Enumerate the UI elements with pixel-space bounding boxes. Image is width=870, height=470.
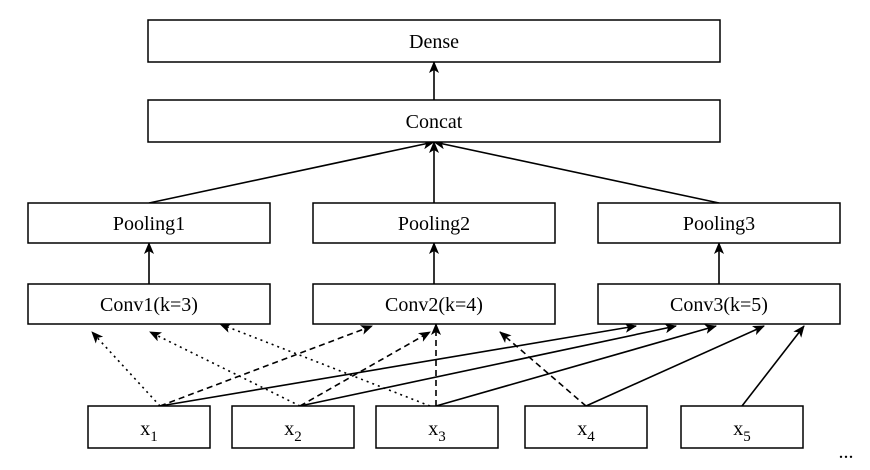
concat-label: Concat (406, 111, 463, 133)
pooling1-label: Pooling1 (113, 213, 185, 235)
edge-pool1-to-concat (148, 139, 435, 204)
edge-x2-to-conv1 (149, 331, 301, 407)
concat-node: Concat (147, 99, 721, 143)
x1-subscript: 1 (150, 429, 158, 445)
ellipsis: ... (839, 441, 854, 463)
x2-subscript: 2 (294, 429, 302, 445)
edge-x1-to-conv3 (159, 322, 637, 407)
pooling3-node: Pooling3 (597, 202, 841, 244)
edge-x5-to-conv3 (741, 325, 805, 407)
edge-x2-to-conv3 (299, 323, 677, 407)
x5-base: x (733, 418, 743, 440)
conv1-label: Conv1(k=3) (100, 294, 198, 316)
input-x2-label: x2 (284, 418, 302, 445)
edge-pool3-to-concat (433, 139, 720, 204)
edge-x1-to-conv1 (91, 331, 161, 407)
x3-base: x (428, 418, 438, 440)
edge-x3-to-conv1 (219, 323, 431, 407)
pooling1-node: Pooling1 (27, 202, 271, 244)
edge-x4-to-conv2 (499, 331, 587, 407)
input-x5-node: x5 (680, 405, 804, 449)
dense-label: Dense (409, 31, 459, 53)
x4-subscript: 4 (587, 429, 595, 445)
input-x2-node: x2 (231, 405, 355, 449)
conv2-label: Conv2(k=4) (385, 294, 483, 316)
edge-x2-to-conv2 (299, 331, 431, 407)
dense-node: Dense (147, 19, 721, 63)
pooling2-node: Pooling2 (312, 202, 556, 244)
input-x3-label: x3 (428, 418, 446, 445)
input-x1-node: x1 (87, 405, 211, 449)
input-x1-label: x1 (140, 418, 158, 445)
edge-x4-to-conv3 (585, 325, 765, 407)
x4-base: x (577, 418, 587, 440)
input-x3-node: x3 (375, 405, 499, 449)
conv3-label: Conv3(k=5) (670, 294, 768, 316)
edge-x3-to-conv3 (435, 324, 717, 407)
conv3-node: Conv3(k=5) (597, 283, 841, 325)
input-x4-label: x4 (577, 418, 595, 445)
pooling3-label: Pooling3 (683, 213, 755, 235)
x1-base: x (140, 418, 150, 440)
x5-subscript: 5 (743, 429, 751, 445)
input-x4-node: x4 (524, 405, 648, 449)
conv1-node: Conv1(k=3) (27, 283, 271, 325)
input-x5-label: x5 (733, 418, 751, 445)
edges-layer (91, 61, 805, 407)
pooling2-label: Pooling2 (398, 213, 470, 235)
edge-x1-to-conv2 (159, 325, 373, 407)
x2-base: x (284, 418, 294, 440)
conv2-node: Conv2(k=4) (312, 283, 556, 325)
x3-subscript: 3 (438, 429, 446, 445)
